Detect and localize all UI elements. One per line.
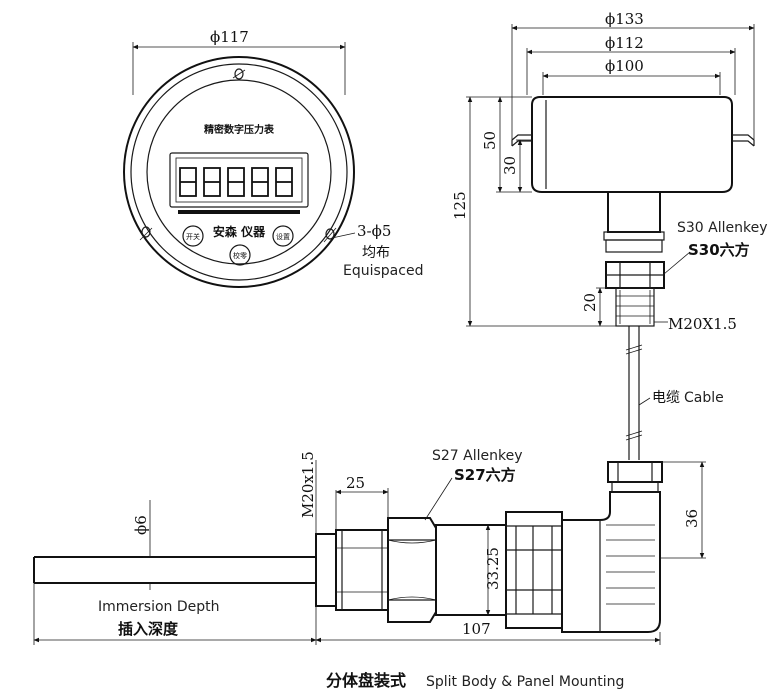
button-left[interactable]: 开关 bbox=[182, 225, 204, 247]
gauge-side-view: ϕ133 ϕ112 ϕ100 bbox=[451, 10, 768, 333]
hole-label: 3-ϕ5 bbox=[357, 222, 391, 240]
dim-d3325: 33.25 bbox=[484, 547, 502, 590]
button-right[interactable]: 设置 bbox=[272, 225, 294, 247]
dim-h125: 125 bbox=[451, 191, 469, 220]
s30-cn: S30六方 bbox=[688, 241, 750, 259]
dim-h50: 50 bbox=[481, 131, 499, 150]
cable-cn: 电缆 bbox=[652, 390, 680, 406]
panel-title: 精密数字压力表 bbox=[204, 123, 275, 136]
hole-cn: 均布 bbox=[362, 245, 390, 261]
dim-d133: ϕ133 bbox=[605, 10, 644, 28]
svg-text:校零: 校零 bbox=[233, 251, 247, 260]
caption-cn: 分体盘装式 bbox=[326, 671, 406, 690]
hole-en: Equispaced bbox=[343, 263, 423, 279]
brand-text: 安森 仪器 bbox=[213, 224, 266, 239]
gauge-front-view: ϕ117 精密数字压力表 安森 仪器 bbox=[123, 28, 423, 288]
dim-d112: ϕ112 bbox=[605, 34, 644, 52]
immersion-cn: 插入深度 bbox=[118, 620, 179, 638]
immersion-en: Immersion Depth bbox=[98, 599, 220, 615]
dim-h30: 30 bbox=[501, 156, 519, 175]
dim-h36: 36 bbox=[683, 509, 701, 528]
caption-en: Split Body & Panel Mounting bbox=[426, 674, 624, 690]
dim-len25: 25 bbox=[346, 474, 365, 492]
dim-len107: 107 bbox=[462, 620, 491, 638]
m20-sensor: M20x1.5 bbox=[299, 451, 317, 518]
cable: 电缆 Cable bbox=[625, 326, 724, 460]
svg-text:开关: 开关 bbox=[186, 232, 200, 241]
sensor-view: ϕ6 bbox=[33, 448, 706, 645]
display-digits bbox=[179, 167, 293, 197]
s27-cn: S27六方 bbox=[454, 466, 516, 484]
dim-h20: 20 bbox=[581, 293, 599, 312]
dim-d100: ϕ100 bbox=[605, 57, 644, 75]
s30-en: S30 Allenkey bbox=[677, 220, 768, 236]
cable-en: Cable bbox=[684, 390, 724, 406]
button-center[interactable]: 校零 bbox=[229, 244, 251, 266]
svg-text:设置: 设置 bbox=[276, 232, 290, 241]
dim-rod-d6: ϕ6 bbox=[132, 515, 150, 535]
s27-en: S27 Allenkey bbox=[432, 448, 523, 464]
dim-d117: ϕ117 bbox=[210, 28, 249, 46]
m20-side: M20X1.5 bbox=[668, 315, 737, 333]
